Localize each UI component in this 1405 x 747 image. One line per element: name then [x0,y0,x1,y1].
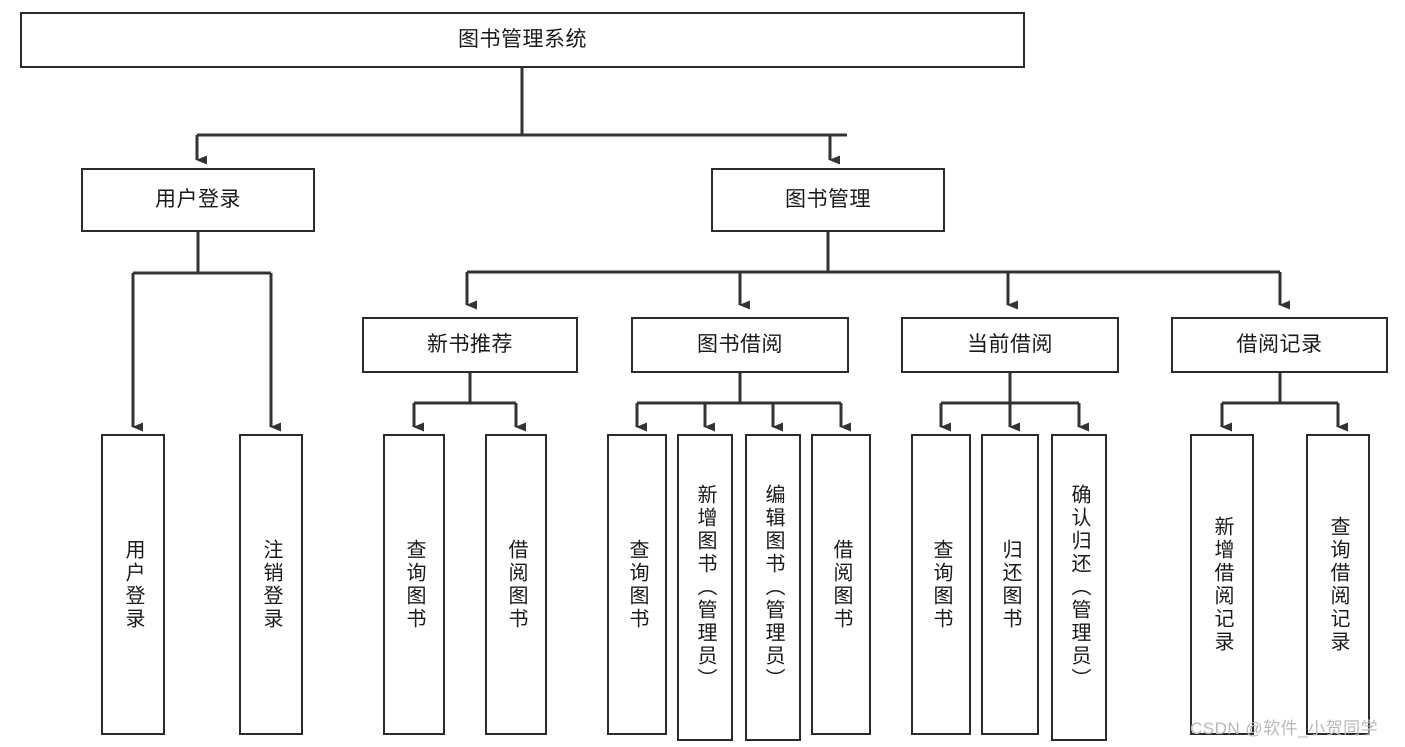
node-book-management[interactable]: 图书管理 [711,168,945,232]
node-leaf-confirm-return[interactable]: 确认归还（管理员） [1051,434,1107,741]
node-leaf-borrow-book-2-label: 借阅图书 [830,538,852,631]
node-leaf-borrow-book-2[interactable]: 借阅图书 [811,434,871,735]
node-borrow-record[interactable]: 借阅记录 [1171,317,1388,373]
node-leaf-return-book[interactable]: 归还图书 [981,434,1039,735]
node-user-login-label: 用户登录 [155,188,241,212]
node-user-login[interactable]: 用户登录 [81,168,315,232]
node-leaf-query-book-1-label: 查询图书 [403,538,425,631]
node-leaf-return-book-label: 归还图书 [999,538,1021,631]
node-leaf-query-book-2[interactable]: 查询图书 [607,434,667,735]
csdn-watermark: CSDN @软件_小贺同学 [1190,719,1379,738]
node-leaf-add-record-label: 新增借阅记录 [1211,515,1233,654]
node-root-label: 图书管理系统 [458,28,587,52]
node-leaf-query-record[interactable]: 查询借阅记录 [1306,434,1370,735]
node-leaf-query-book-3-label: 查询图书 [930,538,952,631]
node-leaf-query-book-1[interactable]: 查询图书 [383,434,445,735]
node-leaf-add-book[interactable]: 新增图书（管理员） [677,434,733,741]
node-borrow-record-label: 借阅记录 [1236,333,1323,357]
node-current-borrow-label: 当前借阅 [967,333,1053,357]
node-leaf-query-book-2-label: 查询图书 [626,538,648,631]
node-leaf-edit-book-label: 编辑图书（管理员） [762,484,784,691]
node-leaf-add-book-label: 新增图书（管理员） [694,484,716,691]
node-leaf-borrow-book-1[interactable]: 借阅图书 [485,434,547,735]
node-leaf-query-record-label: 查询借阅记录 [1327,515,1349,654]
node-leaf-add-record[interactable]: 新增借阅记录 [1190,434,1254,735]
node-new-book-recommend-label: 新书推荐 [427,333,513,357]
node-current-borrow[interactable]: 当前借阅 [901,317,1119,373]
node-leaf-user-login[interactable]: 用户登录 [101,434,165,735]
node-leaf-user-logout-label: 注销登录 [260,538,282,631]
node-root[interactable]: 图书管理系统 [20,12,1025,68]
node-leaf-edit-book[interactable]: 编辑图书（管理员） [745,434,801,741]
node-book-borrow[interactable]: 图书借阅 [631,317,849,373]
node-book-borrow-label: 图书借阅 [697,333,783,357]
node-new-book-recommend[interactable]: 新书推荐 [362,317,578,373]
node-leaf-user-logout[interactable]: 注销登录 [239,434,303,735]
node-leaf-user-login-label: 用户登录 [122,538,144,631]
node-leaf-query-book-3[interactable]: 查询图书 [911,434,971,735]
node-leaf-confirm-return-label: 确认归还（管理员） [1068,484,1090,691]
node-leaf-borrow-book-1-label: 借阅图书 [505,538,527,631]
node-book-management-label: 图书管理 [785,188,871,212]
